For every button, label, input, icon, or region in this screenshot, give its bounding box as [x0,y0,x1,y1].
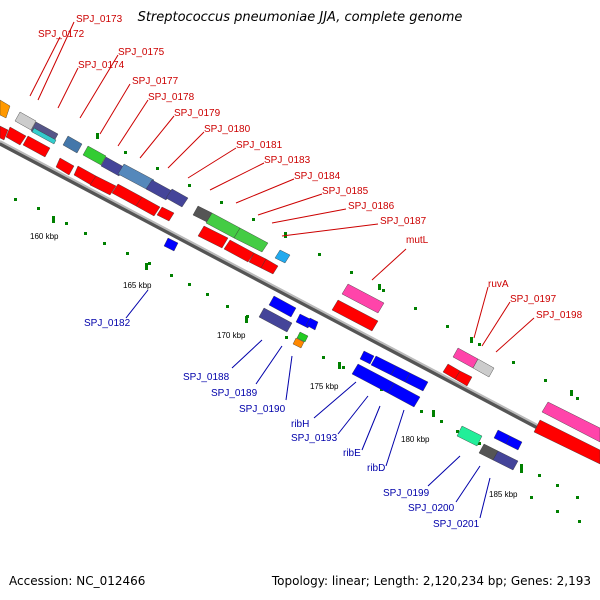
scale-label-165: 165 kbp [123,281,152,290]
gene-label-spj-0182: SPJ_0182 [84,318,131,329]
scale-labels: 160 kbp 165 kbp 170 kbp 175 kbp 180 kbp … [30,232,518,499]
scale-label-170: 170 kbp [217,331,246,340]
gene-label-spj-0197: SPJ_0197 [510,294,557,305]
scale-label-180: 180 kbp [401,435,430,444]
gene-label-spj-0180: SPJ_0180 [204,124,251,135]
gene-label-spj-0188: SPJ_0188 [183,372,230,383]
reverse-leaders [125,289,491,519]
gene-label-ribd: ribD [367,463,385,474]
map-title: Streptococcus pneumoniae JJA, complete g… [137,10,463,25]
scale-label-185: 185 kbp [489,490,518,499]
gene-label-spj-0183: SPJ_0183 [264,155,311,166]
gene-label-ruva: ruvA [488,279,509,290]
gene-label-spj-0200: SPJ_0200 [408,503,455,514]
gene-label-spj-0187: SPJ_0187 [380,216,427,227]
gene-label-spj-0172: SPJ_0172 [38,29,85,40]
gene-label-spj-0189: SPJ_0189 [211,388,258,399]
scale-label-160: 160 kbp [30,232,59,241]
gene-label-spj-0177: SPJ_0177 [132,76,179,87]
gene-label-spj-0186: SPJ_0186 [348,201,395,212]
accession-text: Accession: NC_012466 [9,574,146,588]
gene-label-spj-0198: SPJ_0198 [536,310,583,321]
gene-label-spj-0199: SPJ_0199 [383,488,430,499]
gene-label-spj-0175: SPJ_0175 [118,47,165,58]
gene-label-mutl: mutL [406,235,429,246]
gene-label-spj-0174: SPJ_0174 [78,60,125,71]
forward-gene-labels: SPJ_0173 SPJ_0172 SPJ_0175 SPJ_0174 SPJ_… [38,14,583,321]
tick-marks [14,133,581,523]
gene-label-spj-0184: SPJ_0184 [294,171,341,182]
forward-leaders [29,21,535,353]
gene-label-spj-0193: SPJ_0193 [291,433,338,444]
gene-label-spj-0178: SPJ_0178 [148,92,195,103]
gene-label-spj-0185: SPJ_0185 [322,186,369,197]
reverse-features [163,237,523,471]
reverse-gene-labels: SPJ_0182 SPJ_0188 SPJ_0189 SPJ_0190 ribH… [84,318,480,530]
gene-label-spj-0201: SPJ_0201 [433,519,480,530]
backbone [0,140,600,463]
genome-summary-text: Topology: linear; Length: 2,120,234 bp; … [271,574,591,588]
gene-label-spj-0181: SPJ_0181 [236,140,283,151]
gene-label-ribh: ribH [291,419,309,430]
gene-label-spj-0190: SPJ_0190 [239,404,286,415]
gene-label-spj-0173: SPJ_0173 [76,14,123,25]
forward-features [0,99,600,465]
gene-label-ribe: ribE [343,448,361,459]
scale-label-175: 175 kbp [310,382,339,391]
gene-label-spj-0179: SPJ_0179 [174,108,221,119]
